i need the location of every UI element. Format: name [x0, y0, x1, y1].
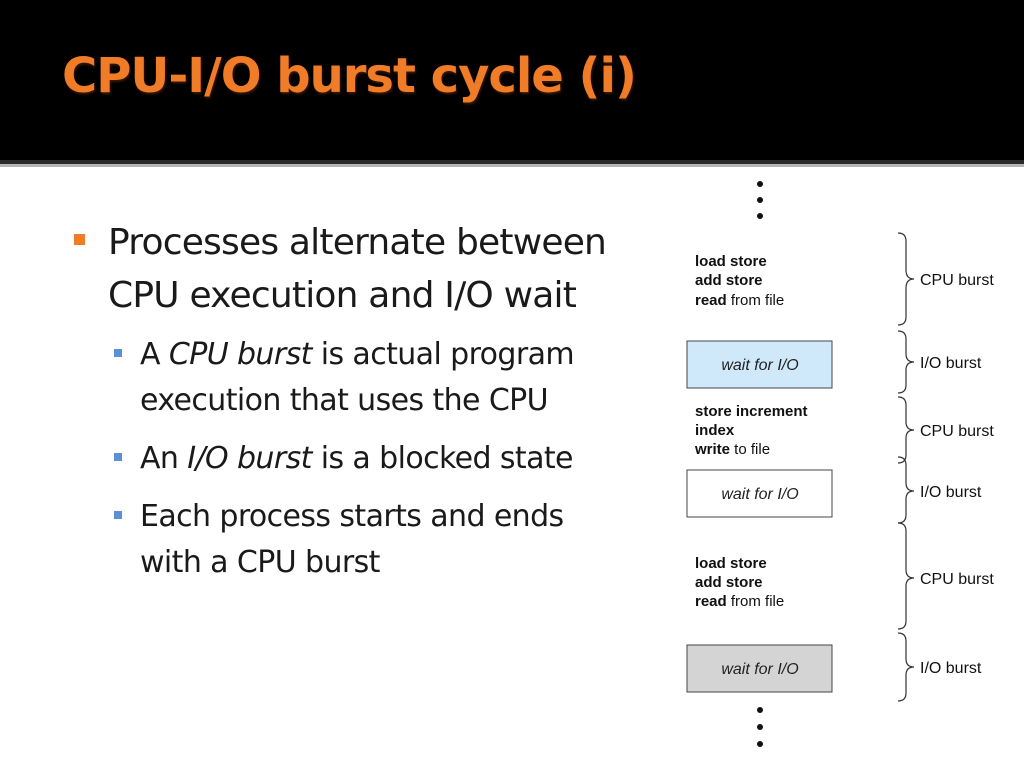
title-divider-shadow	[0, 164, 1024, 167]
sub-bullet-io-burst: An I/O burst is a blocked state	[74, 436, 674, 482]
sub-bullet-term: CPU burst	[168, 337, 313, 372]
main-bullet-line-2: CPU execution and I/O wait	[108, 275, 577, 316]
main-bullet: Processes alternate between CPU executio…	[74, 216, 674, 322]
sub-bullet-term: I/O burst	[187, 441, 312, 476]
wait-for-io-label: wait for I/O	[721, 661, 798, 678]
brace-io-burst-1	[897, 330, 915, 394]
continuation-dots-top	[757, 181, 763, 219]
wait-for-io-label: wait for I/O	[721, 357, 798, 374]
brace-cpu-burst-2	[897, 396, 915, 464]
code-block-2: store increment index write to file	[694, 403, 812, 458]
wait-for-io-box	[686, 644, 833, 693]
sub-bullet-post: is actual program	[311, 337, 575, 372]
wait-for-io-box	[686, 340, 833, 389]
sub-bullet-pre: Each process starts and ends	[140, 499, 564, 534]
sub-bullet-line-2: execution that uses the CPU	[140, 383, 549, 418]
burst-label-io: I/O burst	[920, 484, 982, 501]
slide-title: CPU-I/O burst cycle (i)	[62, 48, 637, 104]
orange-bullet-marker	[74, 234, 85, 245]
brace-cpu-burst-3	[897, 522, 915, 630]
sub-bullet-pre: An	[140, 441, 188, 476]
brace-cpu-burst-1	[897, 232, 915, 326]
sub-bullet-cpu-burst: A CPU burst is actual program execution …	[74, 332, 674, 424]
burst-label-cpu: CPU burst	[920, 571, 994, 588]
blue-bullet-marker	[114, 453, 122, 461]
sub-bullet-line-2: with a CPU burst	[140, 545, 380, 580]
title-divider	[0, 160, 1024, 164]
burst-label-cpu: CPU burst	[920, 272, 994, 289]
continuation-dots-bottom	[757, 707, 763, 747]
main-bullet-line-1: Processes alternate between	[108, 222, 607, 263]
bullet-list: Processes alternate between CPU executio…	[74, 216, 674, 598]
sub-bullet-start-end: Each process starts and ends with a CPU …	[74, 494, 674, 586]
wait-for-io-box	[686, 469, 833, 518]
code-block-3: load store add store read from file	[695, 555, 784, 610]
wait-for-io-label: wait for I/O	[721, 486, 798, 503]
burst-label-io: I/O burst	[920, 660, 982, 677]
code-block-1: load store add store read from file	[695, 253, 784, 309]
sub-bullet-post: is a blocked state	[311, 441, 574, 476]
blue-bullet-marker	[114, 511, 122, 519]
burst-label-cpu: CPU burst	[920, 423, 994, 440]
sub-bullet-pre: A	[140, 337, 169, 372]
blue-bullet-marker	[114, 349, 122, 357]
sub-bullet-list: A CPU burst is actual program execution …	[74, 332, 674, 586]
burst-label-io: I/O burst	[920, 355, 982, 372]
title-bar: CPU-I/O burst cycle (i)	[0, 0, 1024, 160]
brace-io-burst-2	[897, 456, 915, 524]
brace-io-burst-3	[897, 632, 915, 702]
